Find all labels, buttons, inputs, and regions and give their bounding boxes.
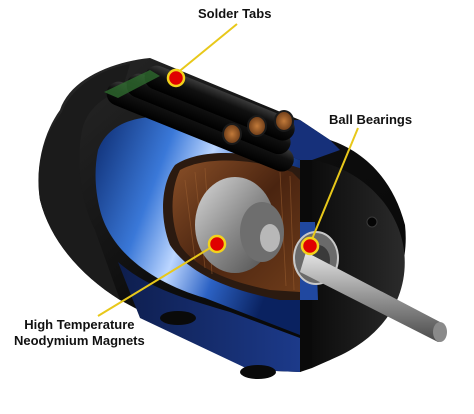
callout-dot-icon (207, 234, 227, 254)
solder-board (104, 70, 160, 98)
label-ball-bearings: Ball Bearings (329, 112, 412, 128)
callout-dot-icon (166, 68, 186, 88)
wire-end-copper (222, 123, 242, 145)
right-end-cap (312, 160, 405, 368)
label-ball-bearings-text: Ball Bearings (329, 112, 413, 127)
label-magnets: High Temperature Neodymium Magnets (14, 317, 145, 349)
motor-foot (160, 311, 196, 325)
wire-end-copper (247, 115, 267, 137)
leader-magnets (97, 244, 216, 317)
shaft-tip (433, 322, 447, 342)
leader-bearings (309, 127, 359, 245)
leader-solder (175, 23, 238, 75)
label-solder-tabs-text: Solder Tabs (198, 6, 272, 21)
left-end-cap (38, 64, 131, 300)
wire-end-copper (274, 110, 294, 132)
label-solder-tabs: Solder Tabs (198, 6, 271, 22)
label-magnets-line1: High Temperature (24, 317, 135, 332)
rotor-hub (260, 224, 280, 252)
leader-lines (97, 23, 359, 317)
stator-side (118, 262, 300, 372)
label-magnets-line2: Neodymium Magnets (14, 333, 145, 348)
callout-dot-icon (300, 236, 320, 256)
bolt-hole (366, 216, 378, 228)
motor-shaft (300, 252, 446, 342)
motor-foot (240, 365, 276, 379)
